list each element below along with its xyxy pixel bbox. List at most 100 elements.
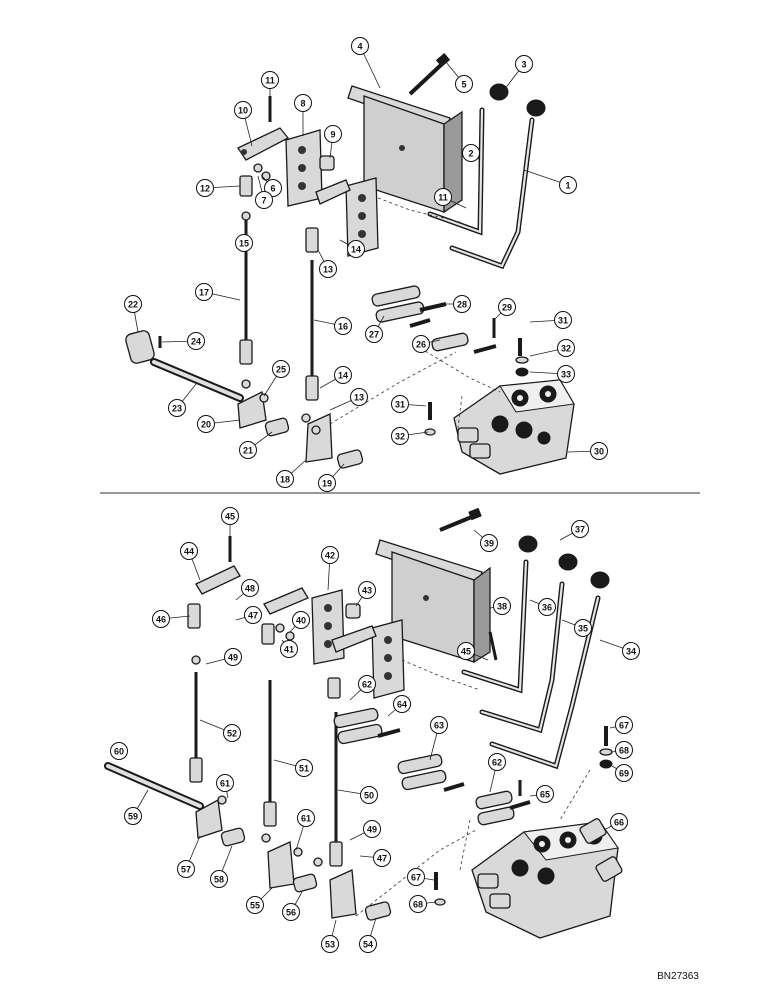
callout-36: 36 xyxy=(529,598,556,616)
callout-31: 31 xyxy=(529,311,572,329)
callout-3: 3 xyxy=(503,55,533,91)
callout-number: 68 xyxy=(619,746,629,756)
callout-circle xyxy=(557,339,575,357)
callout-circle xyxy=(536,785,554,803)
callout-67: 67 xyxy=(609,716,633,734)
callout-circle xyxy=(261,71,279,89)
callout-10: 10 xyxy=(234,101,253,147)
callout-59: 59 xyxy=(124,789,149,825)
callout-circle xyxy=(557,365,575,383)
callout-number: 41 xyxy=(284,645,294,655)
callout-number: 65 xyxy=(540,790,550,800)
callout-number: 13 xyxy=(323,265,333,275)
callout-number: 54 xyxy=(363,940,373,950)
control-levers-upper xyxy=(427,83,546,270)
callout-number: 60 xyxy=(114,747,124,757)
callout-circle xyxy=(391,395,409,413)
callout-circle xyxy=(216,774,234,792)
callout-number: 6 xyxy=(270,184,275,194)
callout-number: 16 xyxy=(338,322,348,332)
callout-circle xyxy=(480,534,498,552)
callout-number: 69 xyxy=(619,769,629,779)
callout-number: 63 xyxy=(434,721,444,731)
callout-circle xyxy=(297,809,315,827)
callout-circle xyxy=(559,176,577,194)
lower-assembly xyxy=(104,507,623,939)
callout-circle xyxy=(255,191,273,209)
callout-54: 54 xyxy=(359,917,377,953)
callout-51: 51 xyxy=(273,759,313,777)
mounting-bracket-lower xyxy=(375,539,491,664)
callout-28: 28 xyxy=(444,295,471,313)
callout-69: 69 xyxy=(611,764,633,782)
callout-number: 33 xyxy=(561,370,571,380)
callout-circle xyxy=(319,260,337,278)
callout-circle xyxy=(280,640,298,658)
callout-46: 46 xyxy=(152,610,191,628)
callout-number: 31 xyxy=(395,400,405,410)
callout-number: 47 xyxy=(377,854,387,864)
callout-circle xyxy=(234,101,252,119)
callout-67: 67 xyxy=(407,868,435,886)
callout-number: 11 xyxy=(438,193,448,203)
callout-number: 48 xyxy=(245,584,255,594)
callout-circle xyxy=(324,125,342,143)
cross-shaft-upper xyxy=(125,330,244,402)
callout-circle xyxy=(462,144,480,162)
callout-circle xyxy=(282,903,300,921)
callout-16: 16 xyxy=(313,317,352,335)
figure-code: BN27363 xyxy=(657,971,699,982)
callout-number: 21 xyxy=(243,446,253,456)
lever-block-lower xyxy=(311,589,405,699)
callout-circle xyxy=(358,675,376,693)
callout-circle xyxy=(391,427,409,445)
callout-49: 49 xyxy=(349,820,381,841)
callout-number: 49 xyxy=(228,653,238,663)
callout-circle xyxy=(235,234,253,252)
callout-number: 61 xyxy=(220,779,230,789)
callout-number: 30 xyxy=(594,447,604,457)
callout-61: 61 xyxy=(295,809,315,851)
callout-circle xyxy=(241,579,259,597)
callout-37: 37 xyxy=(559,520,589,541)
callout-circle xyxy=(347,240,365,258)
callout-number: 68 xyxy=(413,900,423,910)
callout-20: 20 xyxy=(197,415,241,433)
callout-15: 15 xyxy=(235,221,253,252)
callout-number: 56 xyxy=(286,908,296,918)
callout-27: 27 xyxy=(365,315,385,343)
callout-53: 53 xyxy=(321,919,339,953)
callout-circle xyxy=(412,335,430,353)
callout-number: 8 xyxy=(300,99,305,109)
callout-41: 41 xyxy=(280,639,298,658)
control-valve-lower xyxy=(434,726,623,939)
callout-number: 18 xyxy=(280,475,290,485)
callout-45: 45 xyxy=(457,642,489,661)
callout-circle xyxy=(264,179,282,197)
callout-circle xyxy=(246,896,264,914)
callout-circle xyxy=(434,188,452,206)
callout-circle xyxy=(180,542,198,560)
callout-number: 53 xyxy=(325,940,335,950)
callout-number: 1 xyxy=(565,181,570,191)
callout-9: 9 xyxy=(324,125,342,159)
callout-circle xyxy=(515,55,533,73)
callout-number: 45 xyxy=(225,512,235,522)
callout-number: 20 xyxy=(201,420,211,430)
callout-8: 8 xyxy=(294,94,312,136)
callout-45: 45 xyxy=(221,507,239,536)
callout-number: 58 xyxy=(214,875,224,885)
callout-13: 13 xyxy=(317,249,337,278)
callout-number: 23 xyxy=(172,404,182,414)
callout-circle xyxy=(110,742,128,760)
callout-44: 44 xyxy=(180,542,201,581)
bolt-upper xyxy=(408,53,451,96)
callout-circle xyxy=(223,724,241,742)
callout-circle xyxy=(407,868,425,886)
callout-56: 56 xyxy=(282,891,303,921)
callout-circle xyxy=(210,870,228,888)
callout-29: 29 xyxy=(493,298,516,321)
callout-circle xyxy=(292,611,310,629)
callout-number: 61 xyxy=(301,814,311,824)
